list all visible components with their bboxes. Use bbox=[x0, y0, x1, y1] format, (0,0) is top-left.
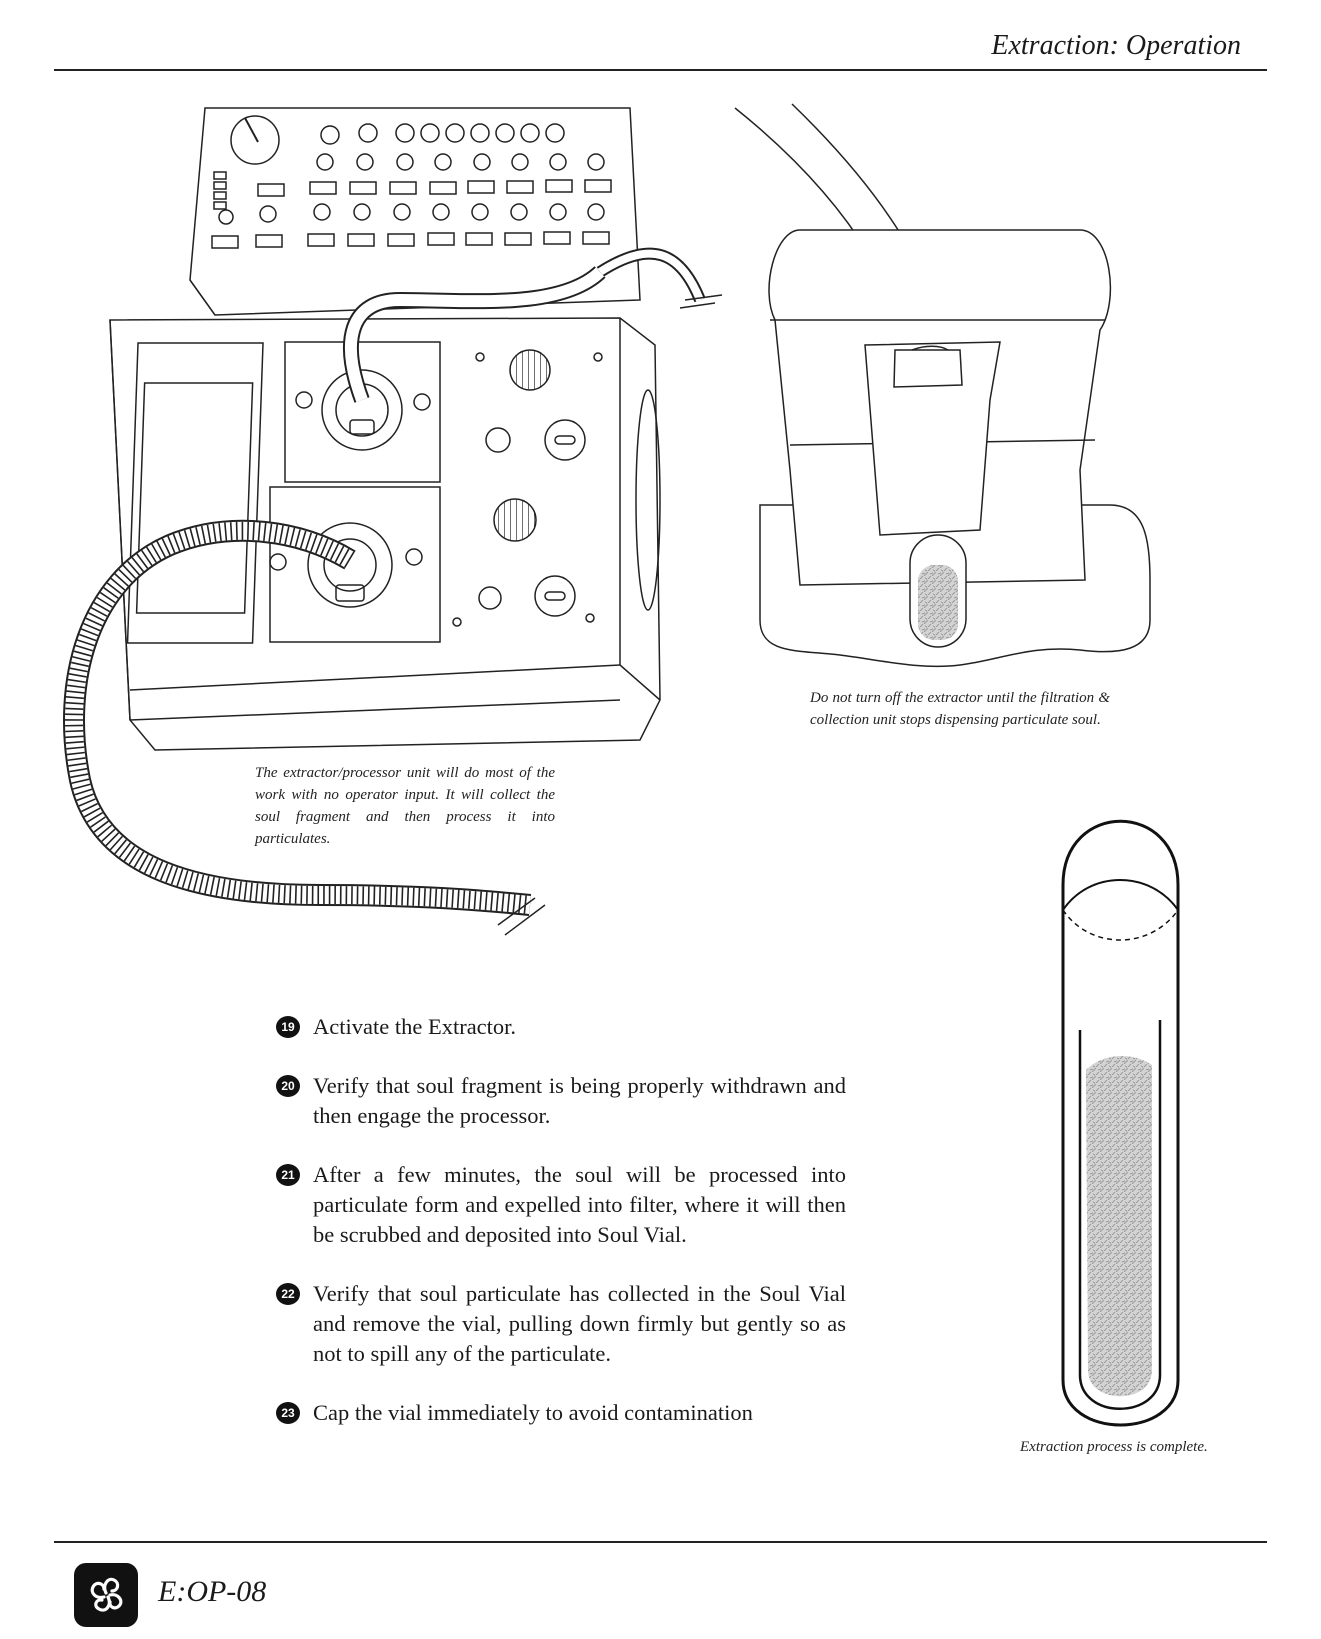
corrugated-hose bbox=[63, 519, 546, 936]
page-header-title: Extraction: Operation bbox=[991, 30, 1241, 61]
extractor-controls bbox=[452, 349, 603, 627]
step-number-badge: 23 bbox=[276, 1402, 300, 1424]
header-rule bbox=[54, 69, 1267, 71]
step-text: After a few minutes, the soul will be pr… bbox=[313, 1162, 846, 1247]
triskele-logo-icon bbox=[74, 1563, 138, 1627]
control-panel-illustration bbox=[189, 107, 723, 316]
filtration-caption: Do not turn off the extractor until the … bbox=[810, 690, 1110, 728]
page-code: E:OP-08 bbox=[158, 1575, 267, 1608]
step-number-badge: 20 bbox=[276, 1075, 300, 1097]
panel-indicators bbox=[213, 171, 227, 210]
step-number-badge: 22 bbox=[276, 1283, 300, 1305]
step-22: 22 Verify that soul particulate has coll… bbox=[276, 1279, 846, 1369]
extractor-caption: The extractor/processor unit will do mos… bbox=[255, 765, 555, 847]
panel-knob-row-1 bbox=[320, 123, 565, 145]
extractor-unit-illustration bbox=[109, 265, 661, 751]
footer-rule bbox=[54, 1541, 1267, 1543]
step-text: Verify that soul fragment is being prope… bbox=[313, 1073, 846, 1128]
step-21: 21 After a few minutes, the soul will be… bbox=[276, 1160, 846, 1250]
procedure-steps: 19 Activate the Extractor. 20 Verify tha… bbox=[276, 1012, 846, 1457]
vial-caption: Extraction process is complete. bbox=[1020, 1439, 1208, 1455]
upper-port-assembly bbox=[295, 369, 431, 451]
filtration-unit-illustration bbox=[734, 103, 1151, 668]
step-number-badge: 21 bbox=[276, 1164, 300, 1186]
panel-knob-row-2 bbox=[316, 153, 605, 171]
step-text: Activate the Extractor. bbox=[313, 1014, 517, 1039]
step-20: 20 Verify that soul fragment is being pr… bbox=[276, 1071, 846, 1131]
step-23: 23 Cap the vial immediately to avoid con… bbox=[276, 1398, 846, 1428]
step-19: 19 Activate the Extractor. bbox=[276, 1012, 846, 1042]
panel-switch-row-2 bbox=[211, 231, 610, 249]
soul-vial-illustration bbox=[1061, 819, 1180, 1427]
panel-knob-row-3 bbox=[218, 203, 605, 225]
step-text: Verify that soul particulate has collect… bbox=[313, 1281, 846, 1366]
step-number-badge: 19 bbox=[276, 1016, 300, 1038]
panel-switch-row-1 bbox=[257, 179, 612, 197]
step-text: Cap the vial immediately to avoid contam… bbox=[313, 1400, 753, 1425]
